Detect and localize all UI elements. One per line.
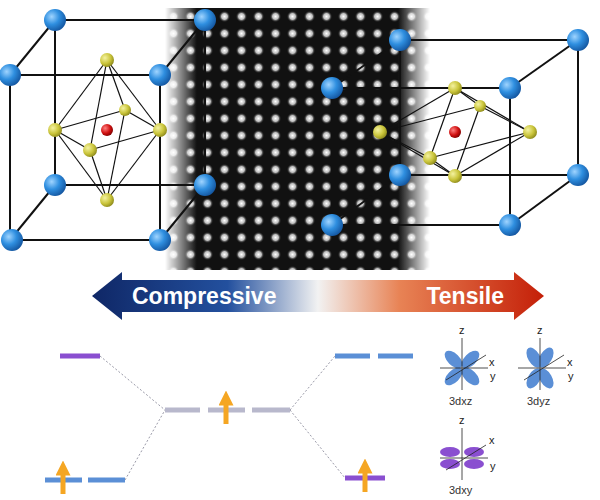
axis-label: y (568, 370, 574, 383)
axis-label: x (567, 356, 573, 369)
arrow-shape (92, 272, 544, 320)
axis-label: z (459, 324, 465, 337)
atoms (321, 29, 589, 236)
stretched-unit-cell (332, 40, 578, 225)
orbital-label: 3dxz (449, 395, 472, 408)
energy-levels (45, 356, 413, 494)
orbital-dxy (440, 428, 488, 480)
compressed-unit-cell (10, 20, 205, 240)
orbital-label: 3dyz (527, 395, 550, 408)
axis-label: z (537, 324, 543, 337)
strain-label: Compressive (132, 283, 276, 310)
strain-label: Tensile (426, 283, 504, 310)
axis-label: x (489, 434, 495, 447)
atoms (0, 9, 216, 251)
axis-label: y (490, 460, 496, 473)
axis-label: x (489, 356, 495, 369)
axis-label: z (459, 414, 465, 427)
orbital-dyz (518, 338, 566, 391)
orbital-dxz (440, 338, 488, 390)
axis-label: y (490, 370, 496, 383)
orbital-label: 3dxy (449, 484, 472, 497)
strain-arrow: Compressive Tensile (92, 272, 544, 320)
